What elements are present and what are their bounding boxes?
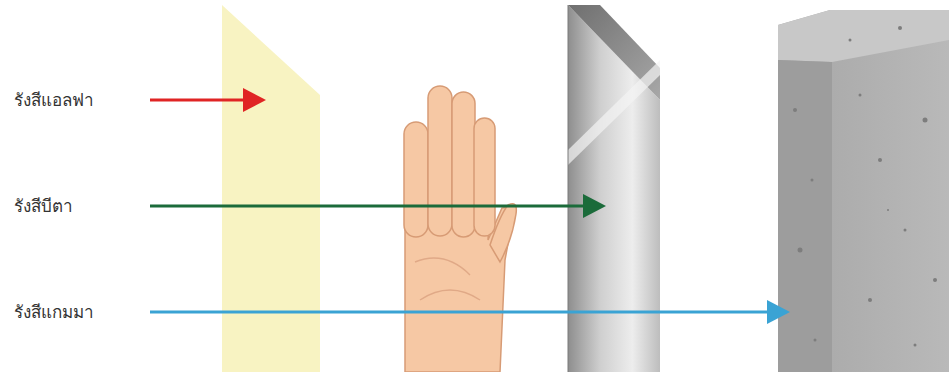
beta-arrow xyxy=(150,194,606,218)
concrete-block xyxy=(778,10,949,372)
radiation-label: รังสีบีตา xyxy=(14,195,73,217)
radiation-label: รังสีแอลฟา xyxy=(14,89,94,111)
paper-sheet xyxy=(222,5,320,372)
hand xyxy=(404,86,516,372)
aluminium-sheet xyxy=(568,5,660,372)
alpha-arrow xyxy=(150,88,266,112)
gamma-arrow xyxy=(150,300,790,324)
radiation-label: รังสีแกมมา xyxy=(14,301,94,323)
